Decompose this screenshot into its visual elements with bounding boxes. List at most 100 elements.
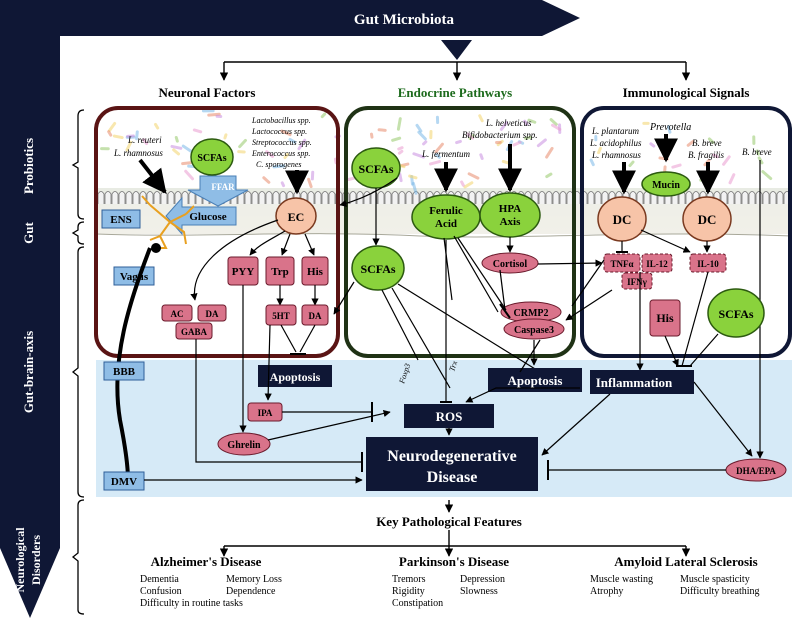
svg-text:SCFAs: SCFAs <box>197 153 226 164</box>
bacterium <box>455 139 462 145</box>
bacterium <box>467 172 480 180</box>
bacterium <box>545 146 554 159</box>
svg-text:TNFα: TNFα <box>610 259 633 269</box>
hpa-node <box>479 192 541 238</box>
bacterium <box>411 181 418 195</box>
svg-text:ENS: ENS <box>110 214 131 226</box>
ffar-label: FFAR <box>211 182 235 192</box>
label-probiotics: Probiotics <box>21 138 36 194</box>
svg-text:ROS: ROS <box>436 409 463 424</box>
svg-text:EC: EC <box>288 210 305 224</box>
svg-text:Trp: Trp <box>271 266 289 278</box>
species-bbreve: B. breve <box>692 138 722 148</box>
bacterium <box>412 152 426 159</box>
svg-text:Apoptosis: Apoptosis <box>270 370 321 384</box>
bacterium <box>512 140 522 147</box>
species-entero: Enterococcus spp. <box>251 149 310 158</box>
bacterium <box>396 117 402 131</box>
bacterium <box>707 137 715 144</box>
bacterium <box>594 135 598 142</box>
neuronal-box <box>94 106 340 358</box>
svg-text:IPA: IPA <box>258 408 273 418</box>
species-rhamnosus-imm: L. rhamnosus <box>591 150 641 160</box>
bacterium <box>223 133 228 140</box>
svg-text:5HT: 5HT <box>272 311 290 321</box>
bacterium <box>238 138 247 149</box>
bacterium <box>370 132 374 139</box>
ec-node <box>275 197 317 235</box>
species-fermentum: L. fermentum <box>421 149 470 159</box>
bacterium <box>728 173 736 185</box>
svg-text:Neurodegenerative: Neurodegenerative <box>387 448 516 465</box>
ifn-box <box>621 272 653 290</box>
bacterium <box>495 140 502 144</box>
bacterium <box>184 169 195 181</box>
apoptosis-neuronal <box>258 365 332 387</box>
bacterium <box>527 118 537 124</box>
bacterium <box>545 172 553 179</box>
header-down-arrow <box>441 40 472 60</box>
bacterium <box>523 119 529 126</box>
species-csporogenes: C. sporogenes <box>256 160 301 169</box>
bacterium <box>201 109 215 113</box>
mucin-node <box>641 171 691 197</box>
feature-text: Dementia <box>140 574 179 585</box>
bacterium <box>429 160 442 166</box>
il12-box <box>641 253 673 273</box>
disease-parkinsons: Parkinson's Disease <box>399 554 509 569</box>
svg-text:SCFAs: SCFAs <box>358 162 393 176</box>
species-lactococcus: Lactococcus spp. <box>251 127 307 136</box>
svg-text:AC: AC <box>171 309 184 319</box>
title-immunological: Immunological Signals <box>623 85 750 100</box>
bacterium <box>415 123 423 133</box>
bacterium <box>434 152 441 159</box>
bacterium <box>108 121 117 132</box>
svg-text:DA: DA <box>309 311 322 321</box>
svg-text:Apoptosis: Apoptosis <box>508 373 563 388</box>
inflammation-box <box>590 370 694 394</box>
svg-text:Disease: Disease <box>427 469 478 486</box>
bacterium <box>398 172 403 183</box>
bacterium <box>597 146 602 155</box>
feature-text: Depression <box>460 574 505 585</box>
cortisol-node <box>481 252 539 274</box>
bacterium <box>310 170 315 181</box>
ghrelin-node <box>217 432 271 456</box>
svg-text:Ghrelin: Ghrelin <box>227 440 261 451</box>
features-title: Key Pathological Features <box>376 514 522 529</box>
bacterium <box>722 155 731 166</box>
bacterium <box>112 134 124 140</box>
bacterium <box>536 138 547 148</box>
bacterium <box>154 122 160 130</box>
page-title: Gut Microbiota <box>354 12 455 28</box>
disease-als: Amyloid Lateral Sclerosis <box>614 554 757 569</box>
bacterium <box>172 148 181 156</box>
glucose-label: Glucose <box>189 211 226 223</box>
bacterium <box>283 152 289 160</box>
feature-text: Confusion <box>140 586 182 597</box>
svg-text:IL-12: IL-12 <box>646 259 668 269</box>
feature-text: Rigidity <box>392 586 425 597</box>
svg-text:Vagus: Vagus <box>120 271 149 283</box>
species-plantarum: L. plantarum <box>591 126 640 136</box>
bacterium <box>126 134 135 138</box>
bacterium <box>192 128 203 134</box>
vagus-nerve <box>115 247 152 481</box>
bacterium <box>499 121 508 131</box>
bacterium <box>671 163 682 169</box>
svg-text:Mucin: Mucin <box>652 180 680 191</box>
svg-text:CRMP2: CRMP2 <box>514 308 549 319</box>
bacterium <box>320 112 327 119</box>
bacterium <box>215 114 223 119</box>
svg-text:His: His <box>307 266 324 278</box>
bacterium <box>642 121 650 125</box>
feature-text: Slowness <box>460 586 498 597</box>
svg-text:Caspase3: Caspase3 <box>514 325 554 336</box>
bacterium <box>761 170 773 180</box>
svg-text:DC: DC <box>698 212 717 227</box>
bacterium <box>549 118 558 126</box>
feature-text: Atrophy <box>590 586 623 597</box>
bacterium <box>466 132 475 140</box>
label-gut: Gut <box>21 221 36 243</box>
bacterium <box>712 153 719 159</box>
